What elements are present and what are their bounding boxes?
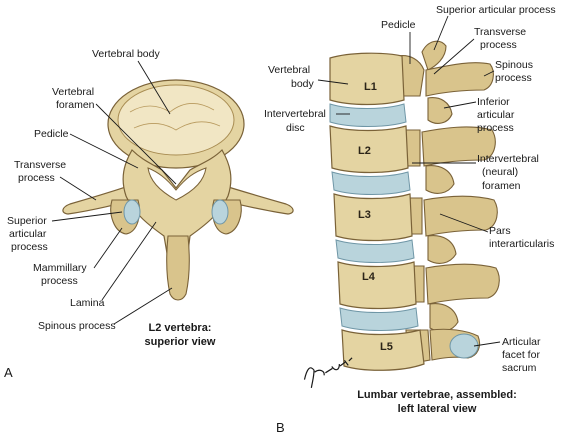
label-mammillary-2: process bbox=[41, 275, 78, 287]
leader-b-facet bbox=[473, 341, 501, 347]
disc-l2-l3 bbox=[331, 171, 411, 195]
left-articular-facet bbox=[123, 199, 141, 225]
l3-body bbox=[333, 193, 413, 242]
l1-body bbox=[329, 52, 405, 106]
label-b-pars-2: interarticularis bbox=[489, 238, 554, 250]
leader-transverse-process bbox=[59, 176, 97, 201]
l1-pedicle bbox=[397, 55, 425, 97]
leader-superior-articular bbox=[51, 211, 123, 222]
l1-superior-articular bbox=[421, 40, 447, 71]
label-b-pars-1: Pars bbox=[489, 225, 511, 237]
label-b-vertebral-body-1: Vertebral bbox=[268, 64, 310, 76]
l1-inferior-articular bbox=[427, 97, 453, 124]
panel-letter-b: B bbox=[276, 420, 285, 435]
panel-b-caption-line-1: Lumbar vertebrae, assembled: bbox=[357, 389, 517, 401]
disc-l4-l5 bbox=[339, 307, 419, 331]
label-b-transverse-1: Transverse bbox=[474, 26, 526, 38]
label-b-inferior-2: articular bbox=[477, 109, 515, 121]
l4-body bbox=[337, 261, 417, 310]
label-superior-articular-2: articular bbox=[9, 228, 47, 240]
label-mammillary-1: Mammillary bbox=[33, 262, 87, 274]
label-b-foramen-3: foramen bbox=[482, 180, 521, 192]
label-b-foramen-1: Intervertebral bbox=[477, 153, 539, 165]
panel-a-caption-line-2: superior view bbox=[145, 336, 216, 348]
spongy-texture-2 bbox=[133, 121, 221, 131]
leader-vertebral-body bbox=[137, 60, 171, 115]
l2-vertebra-superior-view bbox=[62, 79, 294, 301]
label-vertebral-foramen-1: Vertebral bbox=[52, 86, 94, 98]
disc-l1-l2 bbox=[329, 103, 407, 127]
l4-inferior-articular bbox=[429, 303, 459, 332]
vertebra-label-l3: L3 bbox=[358, 209, 371, 221]
vertebra-label-l4: L4 bbox=[362, 271, 376, 283]
leader-b-spinous bbox=[483, 70, 495, 77]
label-b-spinous-1: Spinous bbox=[495, 59, 533, 71]
leader-pedicle bbox=[69, 133, 139, 169]
label-b-disc-1: Intervertebral bbox=[264, 108, 326, 120]
label-transverse-process-1: Transverse bbox=[14, 159, 66, 171]
label-b-facet-1: Articular bbox=[502, 336, 541, 348]
label-b-inferior-3: process bbox=[477, 122, 514, 134]
label-b-foramen-2: (neural) bbox=[482, 166, 518, 178]
label-b-spinous-2: process bbox=[495, 72, 532, 84]
l4-spinous-process bbox=[425, 263, 500, 305]
label-transverse-process-2: process bbox=[18, 172, 55, 184]
label-superior-articular-3: process bbox=[11, 241, 48, 253]
label-b-inferior-1: Inferior bbox=[477, 96, 510, 108]
leader-b-transverse bbox=[433, 38, 475, 75]
l2-body bbox=[329, 125, 409, 174]
spongy-texture bbox=[129, 103, 215, 113]
leader-lamina bbox=[101, 221, 157, 301]
vertebra-label-l1: L1 bbox=[364, 81, 377, 93]
l2-inferior-articular bbox=[425, 165, 455, 194]
panel-a-labels: Vertebral body Vertebral foramen Pedicle… bbox=[4, 48, 216, 380]
panel-b-caption-line-2: left lateral view bbox=[398, 403, 477, 415]
panel-letter-a: A bbox=[4, 365, 13, 380]
leader-spinous-process bbox=[113, 287, 173, 325]
label-b-facet-2: facet for bbox=[502, 349, 540, 361]
right-articular-facet bbox=[211, 199, 229, 225]
label-lamina: Lamina bbox=[70, 297, 105, 309]
label-b-transverse-2: process bbox=[480, 39, 517, 51]
label-b-superior-articular: Superior articular process bbox=[436, 4, 556, 16]
label-superior-articular-1: Superior bbox=[7, 215, 47, 227]
label-vertebral-body: Vertebral body bbox=[92, 48, 160, 60]
leader-vertebral-foramen bbox=[95, 103, 177, 185]
leader-b-inferior bbox=[443, 101, 477, 109]
disc-l3-l4 bbox=[335, 239, 415, 263]
l3-spinous-process bbox=[423, 195, 498, 237]
leader-b-pars bbox=[439, 213, 489, 233]
articular-facet-for-sacrum bbox=[449, 333, 479, 359]
l2-spinous-process bbox=[421, 126, 496, 167]
leader-b-superior-articular bbox=[433, 15, 449, 51]
label-b-vertebral-body-2: body bbox=[291, 78, 315, 90]
vertebra-label-l5: L5 bbox=[380, 341, 393, 353]
leader-b-vertebral-body bbox=[317, 79, 349, 85]
label-spinous-process: Spinous process bbox=[38, 320, 116, 332]
panel-a-caption-line-1: L2 vertebra: bbox=[149, 322, 212, 334]
l5-body bbox=[341, 329, 425, 371]
leader-mammillary bbox=[93, 227, 123, 269]
label-b-disc-2: disc bbox=[286, 122, 305, 134]
vertebral-foramen bbox=[147, 167, 207, 201]
vertebral-body-spongy bbox=[117, 84, 235, 156]
label-b-pedicle: Pedicle bbox=[381, 19, 416, 31]
label-b-facet-3: sacrum bbox=[502, 362, 537, 374]
spinous-process bbox=[166, 235, 190, 301]
label-pedicle: Pedicle bbox=[34, 128, 69, 140]
label-vertebral-foramen-2: foramen bbox=[56, 99, 95, 111]
panel-b-labels: Pedicle Superior articular process Trans… bbox=[264, 4, 556, 435]
vertebra-label-l2: L2 bbox=[358, 145, 371, 157]
netter-signature bbox=[303, 357, 353, 388]
lumbar-spine-lateral-view: L1 L2 L3 L4 L5 bbox=[329, 40, 500, 371]
l1-spinous-process bbox=[425, 62, 494, 97]
l3-inferior-articular bbox=[427, 235, 457, 264]
